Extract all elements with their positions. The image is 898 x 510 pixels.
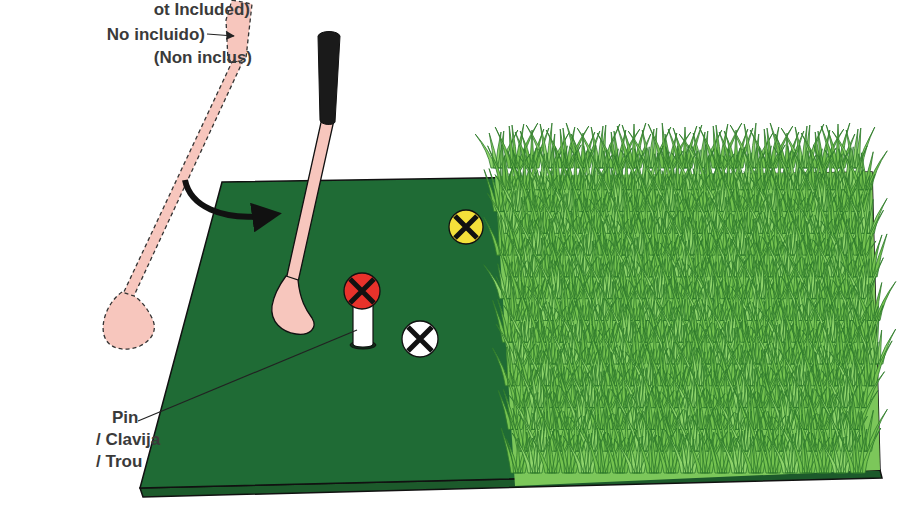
grass-blade: [838, 428, 881, 473]
golf-ball: [402, 321, 438, 357]
golf-ball: [449, 210, 483, 244]
golf-ball: [344, 273, 380, 309]
grass-blades: [475, 123, 896, 473]
tee-pin: [350, 305, 376, 349]
golf-club: [272, 32, 340, 335]
curved-arrow: [185, 180, 270, 217]
grass-blade: [853, 234, 887, 277]
grass-blade: [842, 363, 885, 408]
practice-mat: [140, 172, 880, 488]
part-label: / Clavija: [96, 430, 160, 450]
note-label: ot Included): [154, 0, 250, 20]
note-label: No incluido): [107, 25, 205, 45]
part-label: Pin: [112, 408, 138, 428]
part-label: / Trou: [96, 452, 142, 472]
leader-line: [138, 330, 357, 421]
note-label: (Non inclus): [154, 48, 252, 68]
club-not-included: [103, 0, 252, 349]
leader-line: [207, 34, 234, 36]
grass-base: [495, 172, 880, 486]
